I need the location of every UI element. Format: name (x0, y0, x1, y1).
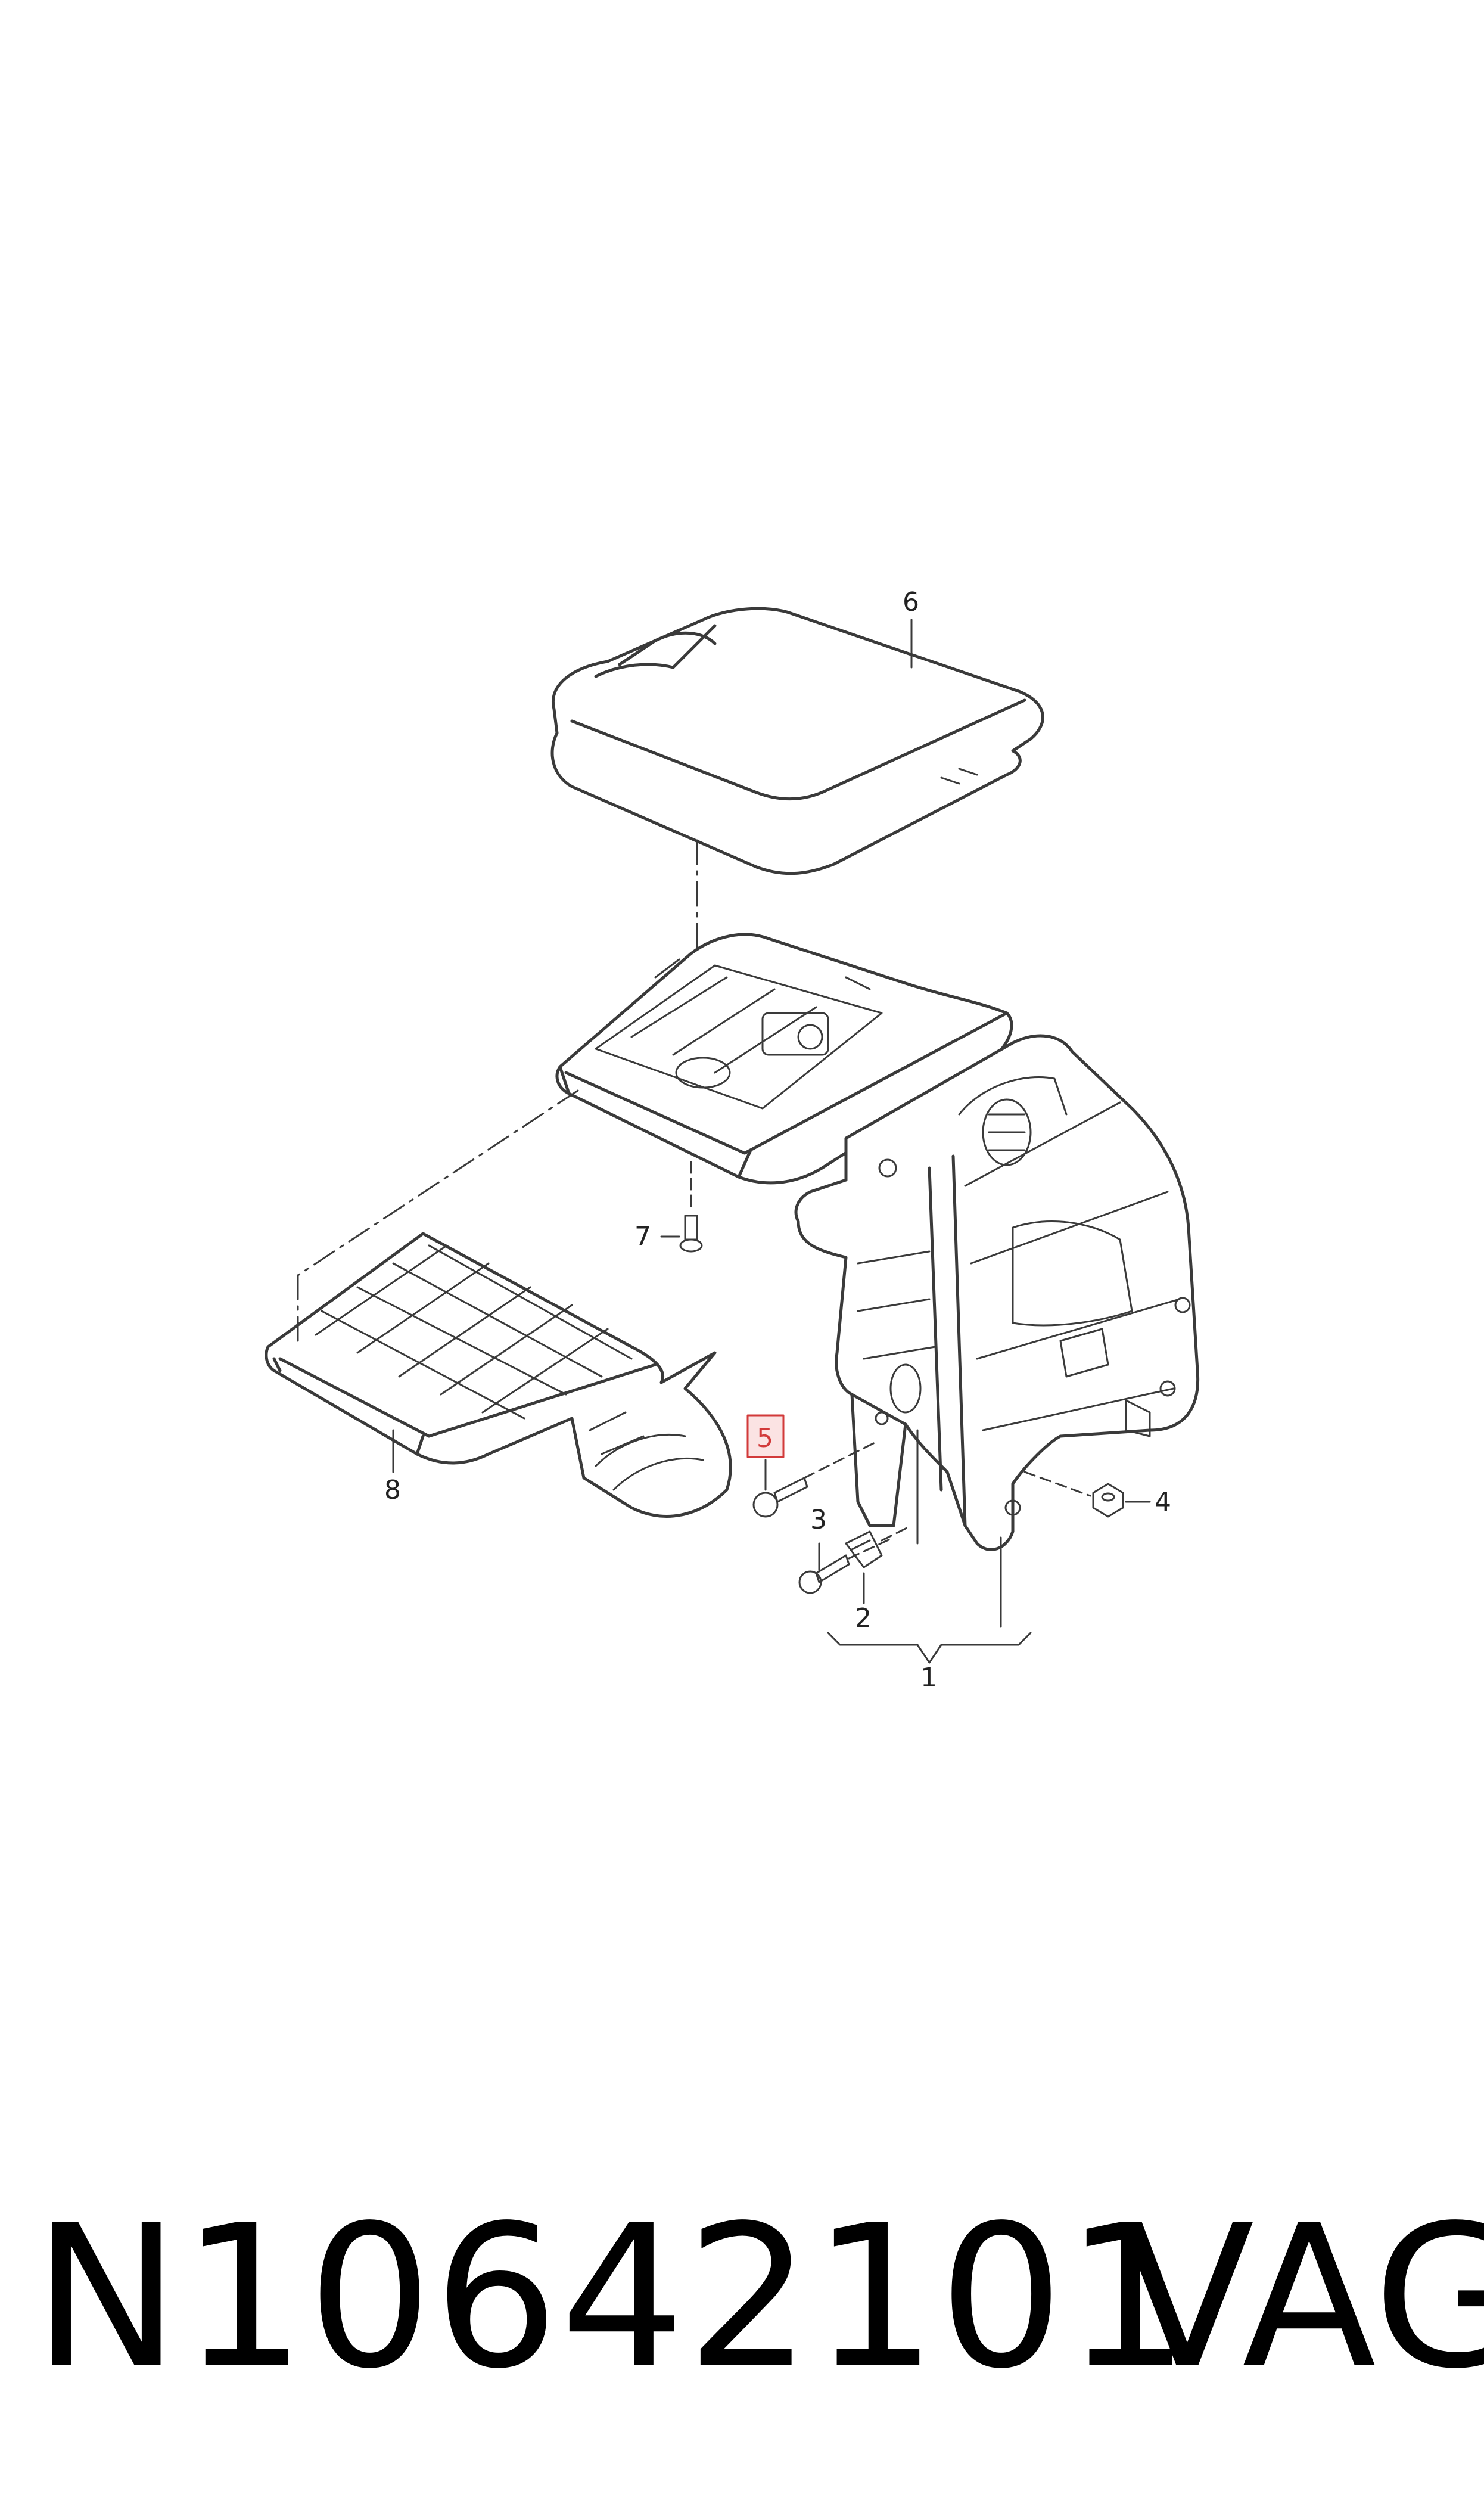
part-armrest-base (555, 933, 1013, 1185)
part-nut-4 (1023, 1471, 1124, 1518)
part-number: N10642101 (33, 2183, 1191, 2412)
callout-2: 2 (855, 1603, 872, 1633)
part-screw-5 (752, 1441, 877, 1518)
callout-3: 3 (810, 1505, 827, 1535)
part-screw-7 (679, 1161, 703, 1253)
callout-8: 8 (384, 1475, 401, 1505)
part-clip-2 (845, 1524, 913, 1568)
part-storage-tray (265, 1232, 732, 1518)
callout-5-highlight-box (746, 1414, 785, 1458)
brand-name: VAG (1120, 2183, 1484, 2412)
callout-1: 1 (920, 1663, 937, 1693)
callout-4: 4 (1155, 1487, 1171, 1517)
part-screw-3 (798, 1536, 895, 1594)
callout-6: 6 (903, 587, 919, 617)
callout-1-bracket (827, 1429, 1032, 1664)
callout-7: 7 (634, 1222, 651, 1252)
part-armrest-lid (550, 607, 1044, 875)
part-console-bracket (794, 1034, 1200, 1551)
exploded-parts-diagram: 6 8 (265, 587, 1200, 1693)
callout-5: 5 (757, 1423, 773, 1453)
